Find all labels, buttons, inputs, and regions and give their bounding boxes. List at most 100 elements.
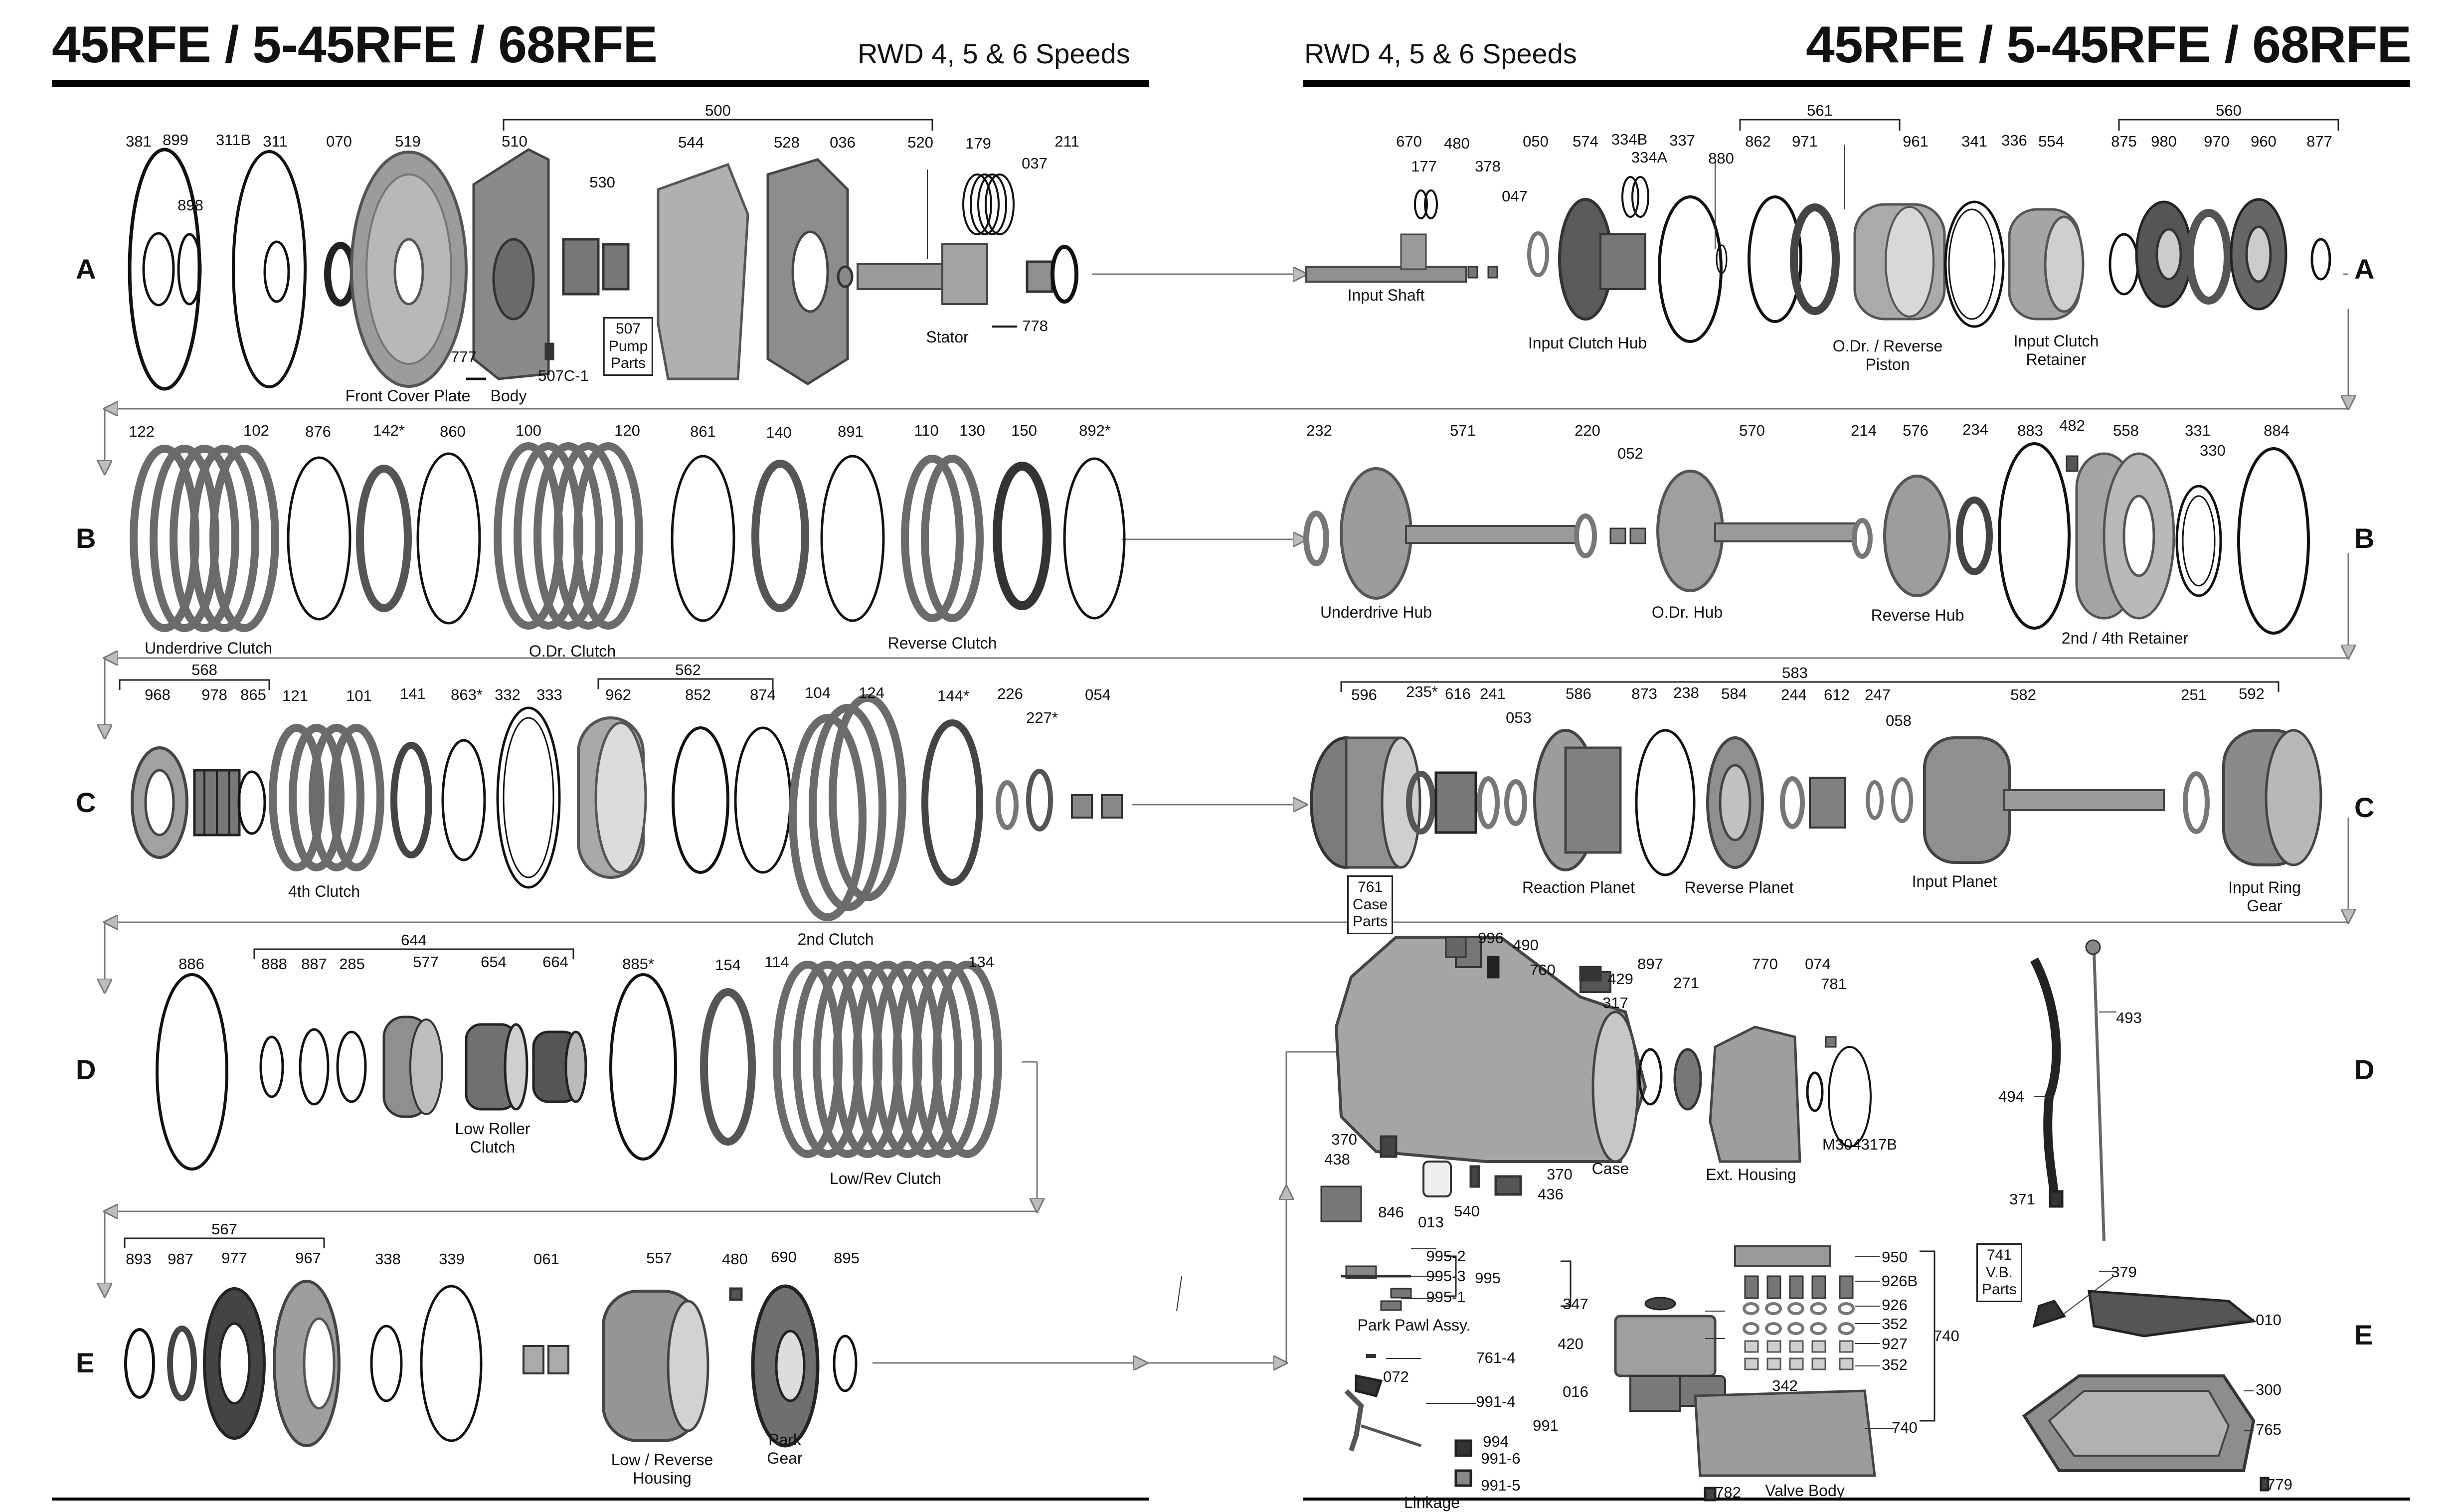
part-label: 140	[766, 424, 792, 441]
part-label: 961	[1903, 133, 1929, 150]
part-label: 072	[1383, 1368, 1409, 1385]
part-label: 317	[1602, 994, 1628, 1011]
part-label: 765	[2256, 1421, 2282, 1438]
part-label: 557	[646, 1249, 672, 1267]
part-label: 036	[830, 134, 856, 151]
caption-4th-clutch: 4th Clutch	[288, 882, 360, 900]
part-label: 438	[1324, 1151, 1350, 1168]
part-label: 300	[2256, 1381, 2282, 1398]
part-label: 779	[2267, 1476, 2292, 1493]
part-label: 150	[1011, 422, 1037, 439]
part-label: 898	[177, 196, 203, 214]
right-footer-rule	[1303, 1498, 2410, 1501]
part-label: 053	[1506, 709, 1532, 726]
row-a-left-parts	[128, 148, 1078, 391]
group-label-583: 583	[1782, 664, 1808, 681]
part-label: 436	[1538, 1185, 1564, 1203]
part-label: 144*	[937, 687, 969, 704]
part-label: 574	[1573, 133, 1598, 150]
leader-lines	[927, 145, 2269, 1485]
caption-underdrive-clutch: Underdrive Clutch	[144, 639, 273, 657]
row-letter-a-right: A	[2354, 253, 2375, 285]
caption-input-planet: Input Planet	[1912, 872, 1997, 890]
row-c-left-parts	[131, 694, 1123, 921]
part-label: 892*	[1079, 422, 1111, 439]
row-letter-b-left: B	[76, 522, 96, 554]
vb-brackets	[1446, 1250, 1935, 1422]
row-letter-a-left: A	[76, 253, 96, 285]
left-header-rule	[52, 80, 1149, 87]
part-label: 670	[1396, 133, 1422, 150]
row-b-left-parts	[130, 442, 1126, 632]
caption-reverse-hub: Reverse Hub	[1871, 606, 1964, 624]
part-label: 862	[1745, 133, 1771, 150]
part-label: 100	[516, 422, 541, 439]
part-label: 271	[1673, 974, 1699, 992]
part-label: 891	[838, 423, 864, 440]
part-label: 554	[2038, 133, 2064, 150]
part-label: 927	[1882, 1335, 1908, 1352]
part-label: 352	[1882, 1356, 1908, 1373]
part-label: 510	[502, 133, 527, 150]
part-label: 134	[968, 953, 994, 971]
group-label-568: 568	[191, 661, 217, 678]
part-label: 899	[163, 131, 188, 149]
part-label: 070	[326, 133, 352, 150]
part-label: 058	[1886, 712, 1912, 729]
part-label: 860	[440, 423, 466, 440]
caption-2nd-clutch: 2nd Clutch	[797, 930, 874, 948]
row-e-left-parts	[124, 1280, 858, 1448]
part-label: 352	[1882, 1315, 1908, 1333]
part-label: 332	[495, 686, 521, 703]
part-label: 244	[1781, 686, 1807, 703]
part-label: 124	[859, 684, 884, 701]
part-label: 110	[914, 422, 939, 439]
part-label: 995-3	[1426, 1267, 1466, 1285]
part-label: 054	[1085, 686, 1111, 703]
part-label: 226	[997, 685, 1023, 702]
part-label: 861	[690, 423, 716, 440]
part-label: 991	[1533, 1417, 1559, 1434]
part-label: 886	[178, 955, 204, 973]
part-label: 995-1	[1426, 1288, 1466, 1306]
row-letter-d-left: D	[76, 1054, 96, 1085]
part-label: 740	[1892, 1419, 1918, 1436]
part-label: 342	[1772, 1377, 1798, 1394]
part-label: 482	[2059, 417, 2085, 434]
caption-low-reverse-housing: Low / Reverse Housing	[611, 1451, 713, 1487]
box-vb-parts: 741 V.B. Parts	[1976, 1243, 2023, 1302]
caption-underdrive-hub: Underdrive Hub	[1320, 603, 1432, 621]
part-label: 596	[1351, 686, 1377, 703]
part-label: 978	[201, 686, 227, 703]
caption-front-cover-plate: Front Cover Plate	[345, 387, 471, 405]
part-label: 010	[2256, 1311, 2282, 1329]
part-label: 664	[542, 953, 568, 971]
part-label: 970	[2204, 133, 2230, 150]
part-label: M304317B	[1822, 1136, 1897, 1153]
part-label: 893	[126, 1250, 152, 1268]
caption-valve-body: Valve Body	[1765, 1482, 1845, 1500]
part-label: 991-6	[1481, 1450, 1521, 1467]
part-label: 761-4	[1476, 1349, 1516, 1366]
left-footer-rule	[52, 1498, 1149, 1501]
caption-odr-clutch: O.Dr. Clutch	[528, 642, 616, 660]
box-case-parts: 761 Case Parts	[1347, 875, 1394, 934]
part-label: 960	[2251, 133, 2277, 150]
part-label: 052	[1617, 445, 1643, 462]
caption-case: Case	[1591, 1160, 1629, 1177]
row-letter-e-left: E	[76, 1347, 95, 1378]
part-label: 863*	[451, 686, 483, 703]
part-label: 520	[907, 134, 933, 151]
part-label: 142*	[373, 422, 405, 439]
part-label: 241	[1480, 685, 1506, 702]
part-label: 371	[2009, 1190, 2035, 1208]
part-label: 235*	[1406, 683, 1438, 700]
part-label: 654	[481, 953, 507, 971]
part-label: 370	[1547, 1166, 1573, 1183]
row-a-right-parts	[1305, 176, 2331, 343]
part-label: 102	[243, 422, 269, 439]
part-label: 507C-1	[538, 367, 589, 384]
part-label: 991-4	[1476, 1393, 1516, 1410]
part-label: 311	[263, 133, 288, 150]
